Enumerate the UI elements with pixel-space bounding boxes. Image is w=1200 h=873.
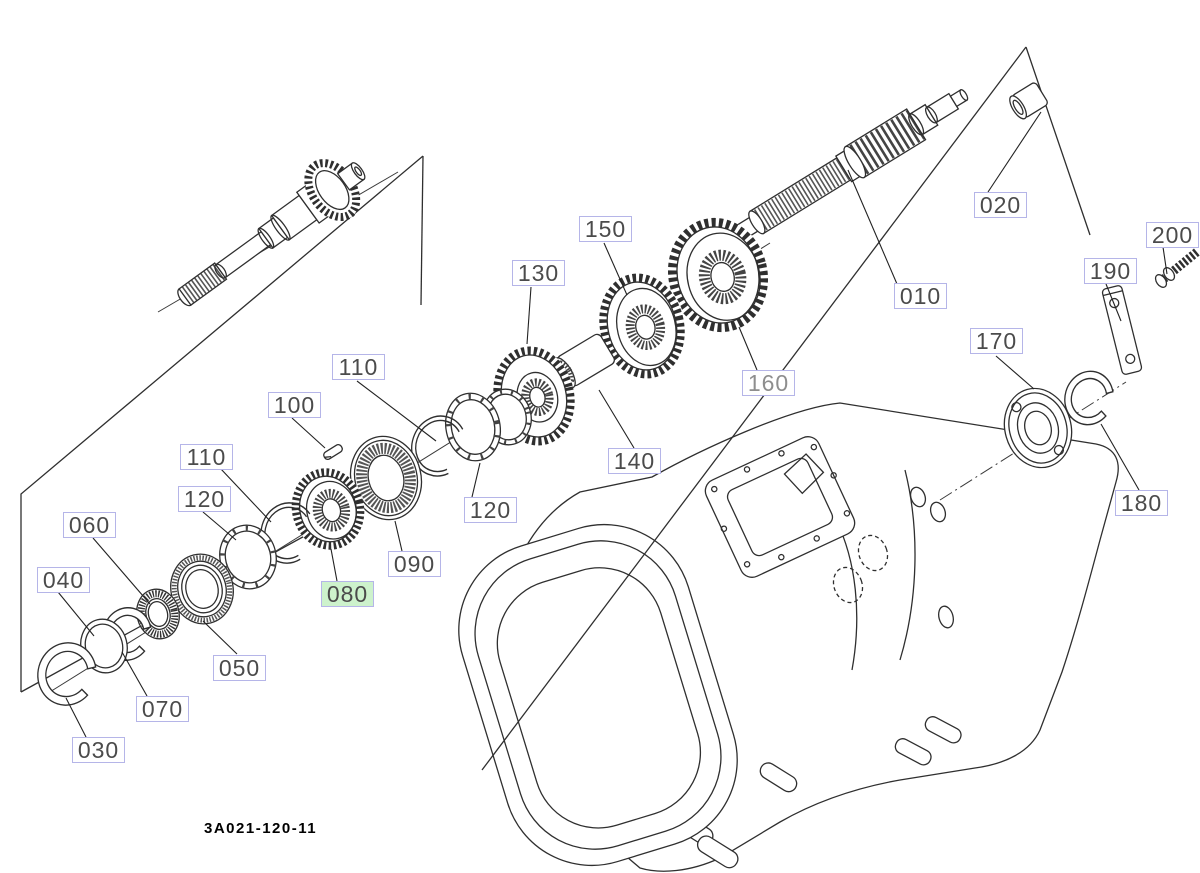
gear-130	[493, 346, 575, 446]
ring-120-rear	[445, 392, 501, 462]
part-label-080-highlighted[interactable]: 080	[321, 581, 374, 607]
key-100	[323, 443, 343, 461]
synchro-hub-080	[291, 468, 365, 550]
spring-110-rear	[411, 415, 464, 477]
bolt-200	[1154, 247, 1200, 288]
main-shaft-010	[726, 88, 969, 245]
part-label-130[interactable]: 130	[512, 260, 565, 286]
part-label-070[interactable]: 070	[136, 696, 189, 722]
part-label-050[interactable]: 050	[213, 655, 266, 681]
leader-lines	[57, 111, 1168, 738]
part-label-190[interactable]: 190	[1084, 258, 1137, 284]
frame-diagonal	[481, 46, 1027, 771]
part-label-090[interactable]: 090	[388, 551, 441, 577]
part-label-100[interactable]: 100	[268, 392, 321, 418]
part-label-160[interactable]: 160	[742, 370, 795, 396]
bearing-050	[170, 553, 234, 625]
gear-160	[667, 217, 769, 333]
part-label-010[interactable]: 010	[894, 283, 947, 309]
part-label-030[interactable]: 030	[72, 737, 125, 763]
bearing-170	[1003, 387, 1073, 469]
part-label-140[interactable]: 140	[608, 448, 661, 474]
gear-150	[598, 273, 686, 379]
snap-ring-180	[1064, 370, 1114, 426]
top-opening-flange	[704, 436, 856, 578]
spring-110-front	[260, 502, 311, 564]
drawing-code: 3A021-120-11	[204, 820, 318, 837]
transmission-case	[458, 381, 1127, 872]
part-label-110-front[interactable]: 110	[180, 444, 233, 470]
part-label-110-rear[interactable]: 110	[332, 354, 385, 380]
part-label-120-rear[interactable]: 120	[464, 497, 517, 523]
part-label-120-front[interactable]: 120	[178, 486, 231, 512]
part-label-170[interactable]: 170	[970, 328, 1023, 354]
snap-ring-030	[37, 642, 97, 706]
part-label-150[interactable]: 150	[579, 216, 632, 242]
input-shaft	[177, 159, 366, 307]
synchro-ring-090	[349, 435, 423, 521]
bell-housing	[458, 523, 738, 867]
part-label-020[interactable]: 020	[974, 192, 1027, 218]
part-label-040[interactable]: 040	[37, 567, 90, 593]
bushing-020	[1009, 82, 1048, 120]
part-label-060[interactable]: 060	[63, 512, 116, 538]
part-label-180[interactable]: 180	[1115, 490, 1168, 516]
bracket-190	[1101, 285, 1143, 375]
part-label-200[interactable]: 200	[1146, 222, 1199, 248]
